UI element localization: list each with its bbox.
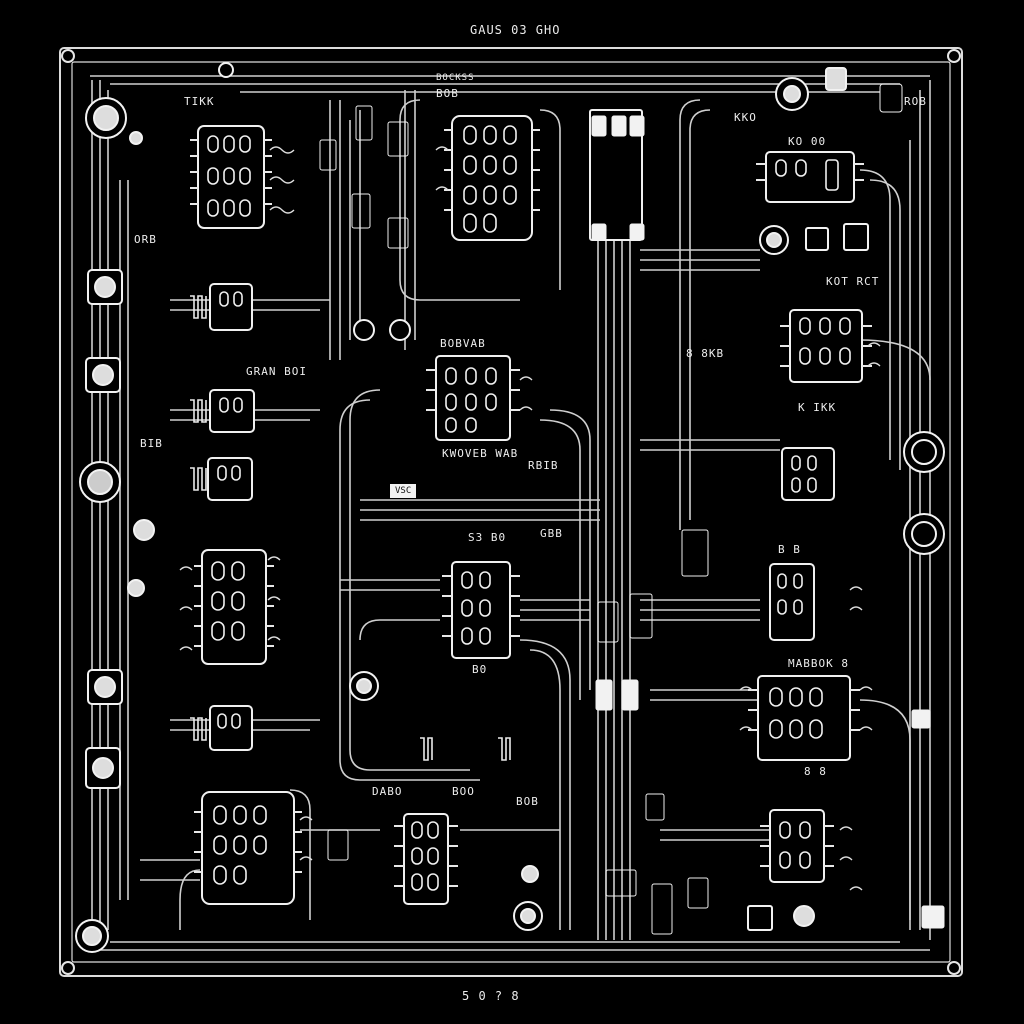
label-right-mid: KOT RCT bbox=[826, 275, 880, 288]
mounting-holes bbox=[61, 49, 961, 975]
diagram-footer: 5 0 ? 8 bbox=[462, 989, 520, 1003]
label-center-chip-bottom: B0 bbox=[472, 663, 488, 676]
label-center-top: BOBVAB bbox=[440, 337, 486, 350]
label-top-left-code: TIKK bbox=[184, 95, 215, 108]
board-frame bbox=[59, 47, 963, 977]
round-jacks bbox=[75, 62, 945, 953]
label-top-small: BOCKSS bbox=[436, 73, 475, 83]
label-top-chip: BOB bbox=[436, 87, 459, 100]
label-top-right-code: ROB bbox=[904, 95, 927, 108]
ic-right-bottom bbox=[769, 809, 825, 883]
ic-pins bbox=[190, 129, 872, 887]
label-left-small-2: BIB bbox=[140, 437, 163, 450]
label-mid-right: 8 8KB bbox=[686, 347, 725, 360]
ic-right-lower bbox=[757, 675, 851, 761]
ic-pads bbox=[207, 125, 851, 891]
ic-bottom-center bbox=[403, 813, 449, 905]
square-jacks bbox=[85, 67, 869, 931]
left-connectors bbox=[190, 295, 511, 761]
ic-left-5 bbox=[209, 705, 253, 751]
label-right-chip-bottom: 8 8 bbox=[804, 765, 827, 778]
label-top-right-left: KKO bbox=[734, 111, 757, 124]
ic-top-connector bbox=[589, 109, 643, 241]
vsc-box: VSC bbox=[390, 484, 417, 498]
label-left-small-1: ORB bbox=[134, 233, 157, 246]
label-center-right: RBIB bbox=[528, 459, 559, 472]
label-center-bottom: KWOVEB WAB bbox=[442, 447, 519, 460]
label-right-lower: K IKK bbox=[798, 401, 837, 414]
label-right-upper: KO 00 bbox=[788, 135, 827, 148]
ic-left-1 bbox=[209, 283, 253, 331]
label-bottom-mid: BOO bbox=[452, 785, 475, 798]
label-center-mid-right: GBB bbox=[540, 527, 563, 540]
label-center-mid: S3 B0 bbox=[468, 531, 507, 544]
ic-chips bbox=[197, 109, 863, 905]
ic-center-mid bbox=[451, 561, 511, 659]
component-marks bbox=[179, 146, 881, 891]
ic-left-3 bbox=[207, 457, 253, 501]
terminal-blocks bbox=[319, 83, 945, 935]
ic-right-mid2 bbox=[769, 563, 815, 641]
label-right-chip-top: B B bbox=[778, 543, 801, 556]
label-bottom-pins: BOB bbox=[516, 795, 539, 808]
ic-top-center bbox=[451, 115, 533, 241]
ic-left-2 bbox=[209, 389, 255, 433]
label-bottom-left: DABO bbox=[372, 785, 403, 798]
diagram-title: GAUS 03 GHO bbox=[470, 23, 561, 37]
ic-right-small bbox=[781, 447, 835, 501]
label-left-mid: GRAN BOI bbox=[246, 365, 307, 378]
label-right-chip: MABBOK 8 bbox=[788, 657, 849, 670]
